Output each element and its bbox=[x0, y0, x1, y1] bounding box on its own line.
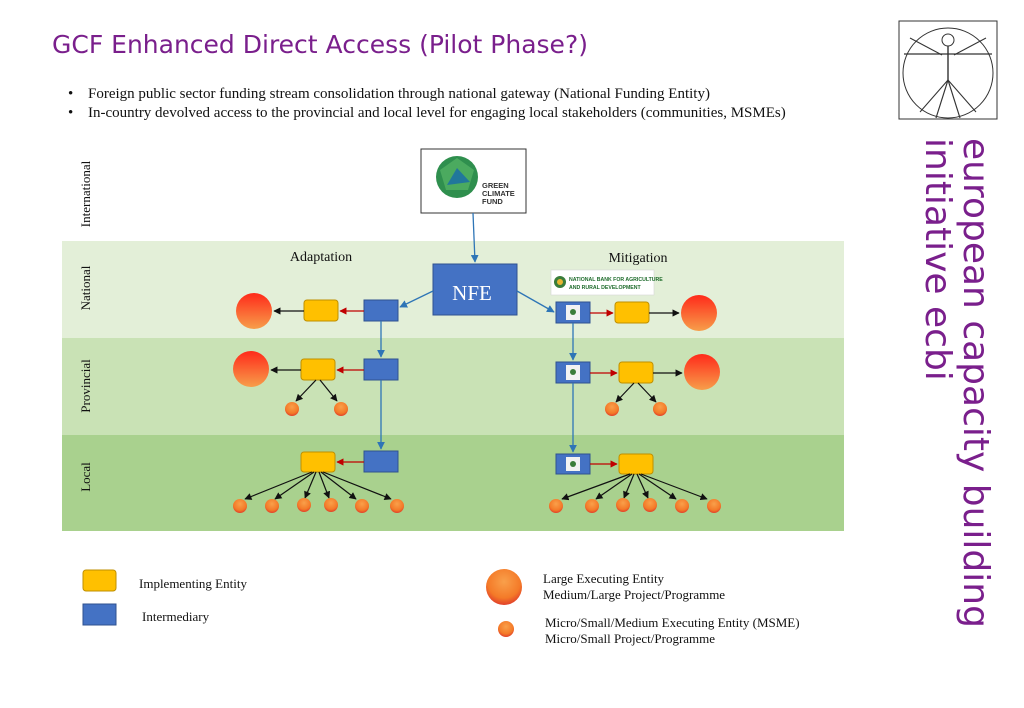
band-local bbox=[62, 435, 844, 531]
bullet-list: Foreign public sector funding stream con… bbox=[68, 85, 786, 123]
nabard-logo-text-1: NATIONAL BANK FOR AGRICULTURE bbox=[569, 277, 663, 283]
gcf-logo-text-1: GREEN bbox=[482, 181, 509, 190]
band-provincial bbox=[62, 338, 844, 435]
bullet-item: Foreign public sector funding stream con… bbox=[68, 85, 786, 104]
level-label-local: Local bbox=[78, 462, 93, 492]
msme-entity bbox=[549, 499, 563, 513]
large-executing-entity bbox=[684, 354, 720, 390]
msme-entity bbox=[324, 498, 338, 512]
column-adaptation: Adaptation bbox=[290, 250, 352, 265]
legend-msme-label-1: Micro/Small/Medium Executing Entity (MSM… bbox=[545, 615, 800, 630]
legend-msme-label-2: Micro/Small Project/Programme bbox=[545, 631, 715, 646]
implementing-entity-box bbox=[618, 453, 654, 475]
nfe-box bbox=[432, 263, 518, 316]
msme-entity bbox=[643, 498, 657, 512]
implementing-entity-box bbox=[614, 301, 650, 324]
legend: Implementing Entity Intermediary Large E… bbox=[82, 569, 800, 646]
implementing-entity-box bbox=[300, 451, 336, 473]
level-label-provincial: Provincial bbox=[78, 359, 93, 413]
msme-entity bbox=[285, 402, 299, 416]
page-title: GCF Enhanced Direct Access (Pilot Phase?… bbox=[52, 30, 588, 59]
implementing-entity-box bbox=[300, 358, 336, 381]
intermediary-box bbox=[363, 358, 399, 381]
legend-large-executing-label-1: Large Executing Entity bbox=[543, 571, 665, 586]
legend-intermediary-label: Intermediary bbox=[142, 609, 210, 624]
msme-entity bbox=[265, 499, 279, 513]
legend-msme-swatch bbox=[498, 621, 514, 637]
legend-large-executing-swatch bbox=[486, 569, 522, 605]
bullet-item: In-country devolved access to the provin… bbox=[68, 104, 786, 123]
legend-intermediary-swatch bbox=[82, 603, 117, 626]
intermediary-box bbox=[363, 450, 399, 473]
msme-entity bbox=[297, 498, 311, 512]
side-title: european capacity building initiative ec… bbox=[917, 138, 996, 628]
legend-implementing-entity-swatch bbox=[82, 569, 117, 592]
gcf-logo: GREEN CLIMATE FUND bbox=[420, 148, 527, 214]
large-executing-entity bbox=[233, 351, 269, 387]
level-label-national: National bbox=[78, 265, 93, 310]
column-mitigation: Mitigation bbox=[608, 251, 667, 266]
large-executing-entity bbox=[236, 293, 272, 329]
legend-implementing-entity-label: Implementing Entity bbox=[139, 576, 247, 591]
msme-entity bbox=[605, 402, 619, 416]
legend-large-executing-label-2: Medium/Large Project/Programme bbox=[543, 587, 725, 602]
msme-entity bbox=[390, 499, 404, 513]
msme-entity bbox=[334, 402, 348, 416]
implementing-entity-box bbox=[303, 299, 339, 322]
gcf-logo-text-2: CLIMATE bbox=[482, 189, 515, 198]
large-executing-entity bbox=[681, 295, 717, 331]
msme-entity bbox=[355, 499, 369, 513]
gcf-logo-text-3: FUND bbox=[482, 197, 503, 206]
intermediary-box bbox=[363, 299, 399, 322]
side-title-line1: european capacity building bbox=[955, 138, 996, 628]
msme-entity bbox=[675, 499, 689, 513]
msme-entity bbox=[233, 499, 247, 513]
vitruvian-man-logo bbox=[898, 20, 998, 120]
msme-entity bbox=[653, 402, 667, 416]
msme-entity bbox=[585, 499, 599, 513]
nfe-label: NFE bbox=[452, 281, 492, 305]
nabard-logo-text-2: AND RURAL DEVELOPMENT bbox=[569, 285, 641, 291]
level-label-international: International bbox=[78, 160, 93, 227]
msme-entity bbox=[707, 499, 721, 513]
implementing-entity-box bbox=[618, 361, 654, 384]
nabard-logo: NATIONAL BANK FOR AGRICULTURE AND RURAL … bbox=[550, 269, 663, 296]
side-title-line2: initiative ecbi bbox=[917, 138, 958, 381]
msme-entity bbox=[616, 498, 630, 512]
